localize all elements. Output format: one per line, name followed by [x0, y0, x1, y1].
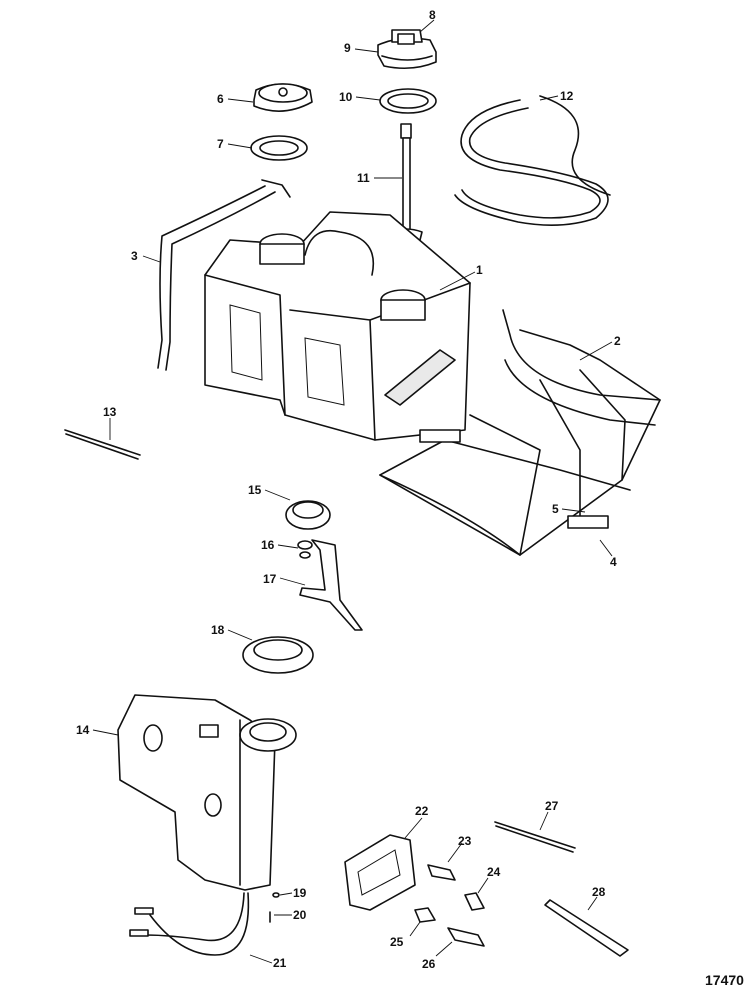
svg-text:24: 24 [487, 865, 501, 879]
svg-text:6: 6 [217, 92, 224, 106]
callout-21: 21 [249, 954, 287, 970]
svg-text:27: 27 [545, 799, 559, 813]
callout-20: 20 [274, 908, 307, 922]
svg-text:3: 3 [131, 249, 138, 263]
svg-text:21: 21 [273, 956, 287, 970]
part-24-fitting [464, 892, 485, 911]
part-21-wire-harness [129, 892, 250, 956]
svg-text:25: 25 [390, 935, 404, 949]
svg-text:5: 5 [552, 502, 559, 516]
callout-1: 1 [439, 263, 483, 291]
svg-text:11: 11 [357, 171, 370, 185]
part-26-fitting [447, 927, 485, 947]
svg-text:7: 7 [217, 137, 224, 151]
svg-text:16: 16 [261, 538, 275, 552]
svg-text:22: 22 [415, 804, 429, 818]
callout-12: 12 [539, 89, 574, 103]
callout-9: 9 [344, 41, 379, 55]
svg-text:13: 13 [103, 405, 117, 419]
callout-2: 2 [579, 334, 621, 361]
callout-19: 19 [279, 886, 307, 900]
part-23-fitting [427, 864, 456, 881]
svg-text:26: 26 [422, 957, 436, 971]
callout-17: 17 [263, 572, 306, 586]
part-25-fitting [414, 907, 436, 923]
part-6-filler-cap [253, 83, 313, 112]
svg-text:18: 18 [211, 623, 225, 637]
part-17-bracket [299, 539, 363, 631]
callout-15: 15 [248, 483, 291, 501]
reference-number: 17470 [705, 972, 744, 988]
svg-text:8: 8 [429, 8, 436, 22]
callouts: 1 2 3 4 5 6 7 8 [76, 8, 621, 971]
callout-7: 7 [217, 137, 253, 151]
callout-22: 22 [404, 804, 429, 839]
part-13-tie-strap [64, 429, 141, 460]
callout-16: 16 [261, 538, 299, 552]
svg-text:20: 20 [293, 908, 307, 922]
part-14-reservoir [117, 694, 297, 891]
part-22-switch [344, 834, 416, 911]
callout-8: 8 [419, 8, 436, 33]
callout-13: 13 [103, 405, 117, 440]
part-3-strap [157, 179, 291, 371]
svg-text:17: 17 [263, 572, 277, 586]
svg-text:23: 23 [458, 834, 472, 848]
svg-text:9: 9 [344, 41, 351, 55]
callout-6: 6 [217, 92, 254, 106]
callout-4: 4 [599, 539, 617, 569]
callout-14: 14 [76, 723, 119, 737]
callout-10: 10 [339, 90, 381, 104]
svg-text:28: 28 [592, 885, 606, 899]
part-2-tray [379, 309, 661, 556]
callout-11: 11 [357, 171, 402, 185]
part-1-oil-tank [204, 211, 471, 441]
callout-25: 25 [390, 921, 421, 949]
svg-text:4: 4 [610, 555, 617, 569]
part-8-sender-cap [377, 29, 437, 70]
svg-text:19: 19 [293, 886, 307, 900]
svg-text:14: 14 [76, 723, 90, 737]
svg-text:12: 12 [560, 89, 574, 103]
callout-5: 5 [552, 502, 586, 516]
part-28-tube [544, 899, 629, 957]
callout-23: 23 [447, 834, 472, 863]
part-15-grommet [285, 500, 331, 530]
svg-text:15: 15 [248, 483, 262, 497]
part-19-washer [272, 892, 280, 898]
svg-text:2: 2 [614, 334, 621, 348]
part-18-grommet [242, 636, 314, 674]
part-16-washer [297, 540, 313, 559]
part-7-seal [250, 135, 308, 161]
callout-24: 24 [477, 865, 501, 894]
callout-18: 18 [211, 623, 253, 641]
svg-text:1: 1 [476, 263, 483, 277]
part-12-hose [454, 95, 611, 226]
callout-28: 28 [587, 885, 606, 911]
callout-3: 3 [131, 249, 161, 263]
svg-text:10: 10 [339, 90, 353, 104]
part-27-tie-strap [494, 821, 576, 853]
callout-26: 26 [422, 941, 453, 971]
part-10-gasket [379, 88, 437, 114]
callout-27: 27 [539, 799, 559, 831]
